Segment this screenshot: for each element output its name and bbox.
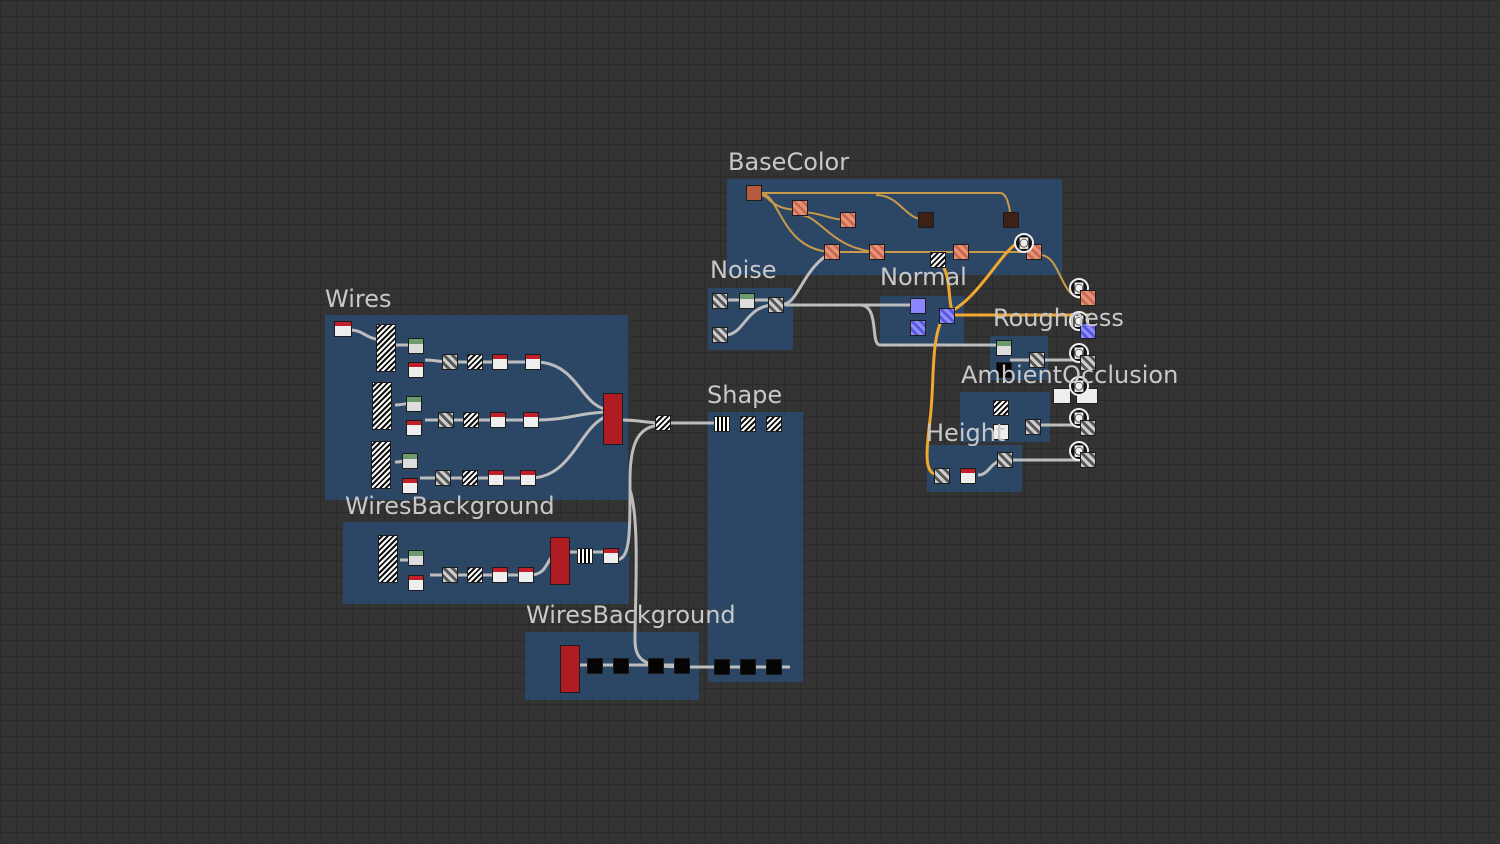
- frame-title-height: Height: [926, 419, 1006, 447]
- graph-node[interactable]: [930, 252, 946, 268]
- graph-node[interactable]: [520, 470, 536, 486]
- frame-title-wiresbackground-2: WiresBackground: [526, 601, 736, 629]
- graph-node[interactable]: [934, 468, 950, 484]
- graph-node[interactable]: [603, 393, 623, 445]
- graph-node[interactable]: [1053, 388, 1071, 404]
- graph-node[interactable]: [953, 244, 969, 260]
- graph-node[interactable]: [766, 659, 782, 675]
- graph-node[interactable]: [408, 575, 424, 591]
- graph-node[interactable]: [438, 412, 454, 428]
- graph-node[interactable]: [996, 340, 1012, 356]
- graph-node[interactable]: [1080, 452, 1096, 468]
- graph-node[interactable]: [918, 212, 934, 228]
- graph-node[interactable]: [490, 412, 506, 428]
- graph-node[interactable]: [402, 478, 418, 494]
- graph-node[interactable]: [488, 470, 504, 486]
- graph-node[interactable]: [1025, 419, 1041, 435]
- graph-node[interactable]: [960, 468, 976, 484]
- graph-node[interactable]: [714, 416, 730, 432]
- graph-node[interactable]: [674, 658, 690, 674]
- graph-node[interactable]: [518, 567, 534, 583]
- graph-node[interactable]: [587, 658, 603, 674]
- graph-node[interactable]: [406, 420, 422, 436]
- graph-node[interactable]: [376, 324, 396, 372]
- output-node-icon[interactable]: ◙: [1069, 376, 1089, 396]
- graph-node[interactable]: [408, 550, 424, 566]
- graph-node[interactable]: [463, 412, 479, 428]
- graph-node[interactable]: [492, 354, 508, 370]
- graph-node[interactable]: [435, 470, 451, 486]
- graph-node[interactable]: [768, 297, 784, 313]
- graph-node[interactable]: [560, 645, 580, 693]
- graph-node[interactable]: [792, 200, 808, 216]
- graph-node[interactable]: [467, 354, 483, 370]
- frame-title-noise: Noise: [710, 256, 777, 284]
- graph-node[interactable]: [1080, 420, 1096, 436]
- graph-node[interactable]: [993, 424, 1009, 440]
- graph-node[interactable]: [1080, 355, 1096, 371]
- graph-node[interactable]: [1003, 212, 1019, 228]
- graph-node[interactable]: [712, 293, 728, 309]
- graph-node[interactable]: [603, 548, 619, 564]
- graph-node[interactable]: [939, 308, 955, 324]
- graph-node[interactable]: [462, 470, 478, 486]
- graph-node[interactable]: [372, 382, 392, 430]
- graph-node[interactable]: [525, 354, 541, 370]
- graph-node[interactable]: [1029, 352, 1045, 368]
- graph-node[interactable]: [613, 658, 629, 674]
- frame-title-shape: Shape: [707, 381, 783, 409]
- graph-node[interactable]: [371, 441, 391, 489]
- graph-node[interactable]: [334, 321, 352, 337]
- graph-node[interactable]: [824, 244, 840, 260]
- graph-node[interactable]: [408, 362, 424, 378]
- frame-title-ambient-occlusion: AmbientOcclusion: [961, 361, 1179, 389]
- graph-node[interactable]: [766, 416, 782, 432]
- frame-title-wiresbackground-1: WiresBackground: [345, 492, 555, 520]
- frame-title-normal: Normal: [880, 263, 967, 291]
- graph-node[interactable]: [492, 567, 508, 583]
- graph-node[interactable]: [840, 212, 856, 228]
- graph-node[interactable]: [993, 400, 1009, 416]
- graph-node[interactable]: [523, 412, 539, 428]
- frame-title-roughness: Roughness: [993, 304, 1124, 332]
- graph-node[interactable]: [997, 452, 1013, 468]
- graph-node[interactable]: [740, 416, 756, 432]
- graph-node[interactable]: [648, 658, 664, 674]
- graph-node[interactable]: [467, 567, 483, 583]
- graph-node[interactable]: [996, 362, 1012, 378]
- graph-node[interactable]: [402, 453, 418, 469]
- graph-node[interactable]: [408, 338, 424, 354]
- graph-node[interactable]: [712, 327, 728, 343]
- graph-node[interactable]: [1080, 290, 1096, 306]
- graph-node[interactable]: [406, 396, 422, 412]
- graph-node[interactable]: [910, 298, 926, 314]
- graph-node[interactable]: [442, 567, 458, 583]
- graph-node[interactable]: [746, 185, 762, 201]
- graph-node[interactable]: [714, 659, 730, 675]
- frame-shape[interactable]: [708, 412, 803, 682]
- graph-node[interactable]: [869, 244, 885, 260]
- graph-node[interactable]: [1080, 323, 1096, 339]
- graph-node[interactable]: [655, 415, 671, 431]
- graph-node[interactable]: [740, 659, 756, 675]
- graph-node[interactable]: [378, 535, 398, 583]
- frame-title-wires: Wires: [325, 285, 392, 313]
- graph-node[interactable]: [577, 548, 593, 564]
- output-node-icon[interactable]: ◙: [1014, 233, 1034, 253]
- graph-node[interactable]: [910, 320, 926, 336]
- graph-node[interactable]: [442, 354, 458, 370]
- frame-title-basecolor: BaseColor: [728, 148, 850, 176]
- graph-node[interactable]: [550, 537, 570, 585]
- graph-node[interactable]: [739, 293, 755, 309]
